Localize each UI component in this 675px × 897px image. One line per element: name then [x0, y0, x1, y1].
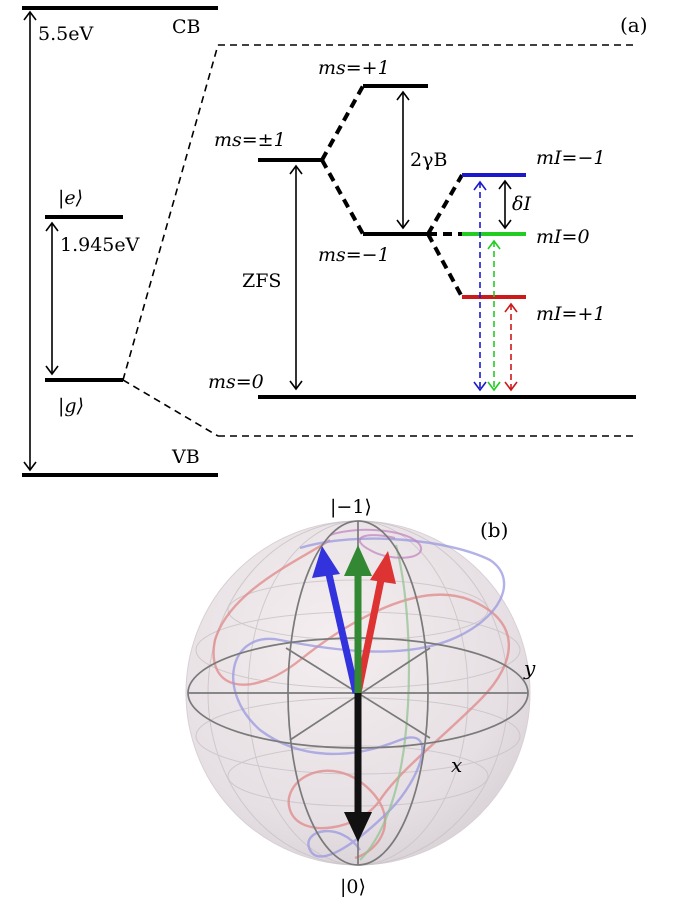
conduction-band-label: CB	[172, 16, 201, 38]
band-gap-arrow	[23, 10, 37, 472]
panel-b-label: (b)	[480, 518, 508, 542]
axis-y-label: y	[523, 656, 536, 680]
vector-black	[344, 693, 372, 842]
red-trajectory	[212, 539, 511, 860]
zeeman-splitting-lines	[320, 85, 365, 235]
optical-transition-arrow	[45, 221, 59, 376]
green-trajectory	[359, 544, 410, 861]
south-pole-label: |0⟩	[340, 876, 366, 897]
ms-plus1-label: ms=+1	[318, 57, 390, 79]
zoom-dashed-lines	[122, 44, 636, 437]
hyperfine-splitting-lines	[426, 174, 464, 298]
vector-green	[344, 545, 372, 693]
transition-arrow-mi-plus1	[504, 302, 518, 392]
axis-x-label: x	[451, 753, 462, 777]
zeeman-label: 2γB	[410, 149, 447, 171]
transition-arrow-mi-0	[487, 239, 501, 392]
zfs-label: ZFS	[242, 270, 281, 292]
ms-pm1-label: ms=±1	[214, 129, 286, 151]
transition-arrow-mi-minus1	[473, 180, 487, 392]
optical-transition-energy: 1.945eV	[60, 234, 140, 256]
hyperfine-arrow	[498, 179, 512, 230]
excited-state-label: |e⟩	[58, 187, 83, 209]
mi-plus1-label: mI=+1	[536, 303, 605, 325]
ms0-label: ms=0	[208, 371, 264, 393]
mi-minus1-label: mI=−1	[536, 147, 605, 169]
vector-blue	[312, 546, 360, 694]
hyperfine-label: δI	[512, 193, 531, 215]
panel-a-label: (a)	[620, 13, 648, 37]
north-pole-label: |−1⟩	[330, 496, 372, 518]
ms-minus1-label: ms=−1	[318, 244, 390, 266]
band-gap-energy: 5.5eV	[38, 23, 93, 45]
bloch-sphere: (b) |−1⟩ |0⟩ x y	[185, 496, 536, 897]
vector-red	[354, 551, 396, 694]
energy-level-diagram: (a) CB VB 5.5eV |e⟩ |g⟩ 1.945eV	[22, 6, 648, 477]
valence-band-label: VB	[171, 446, 200, 468]
zfs-arrow	[289, 164, 303, 391]
zeeman-arrow	[396, 90, 410, 230]
blue-trajectory	[232, 537, 506, 858]
mi-0-label: mI=0	[536, 226, 590, 248]
ground-state-label: |g⟩	[58, 395, 84, 417]
loop-top	[329, 528, 423, 559]
